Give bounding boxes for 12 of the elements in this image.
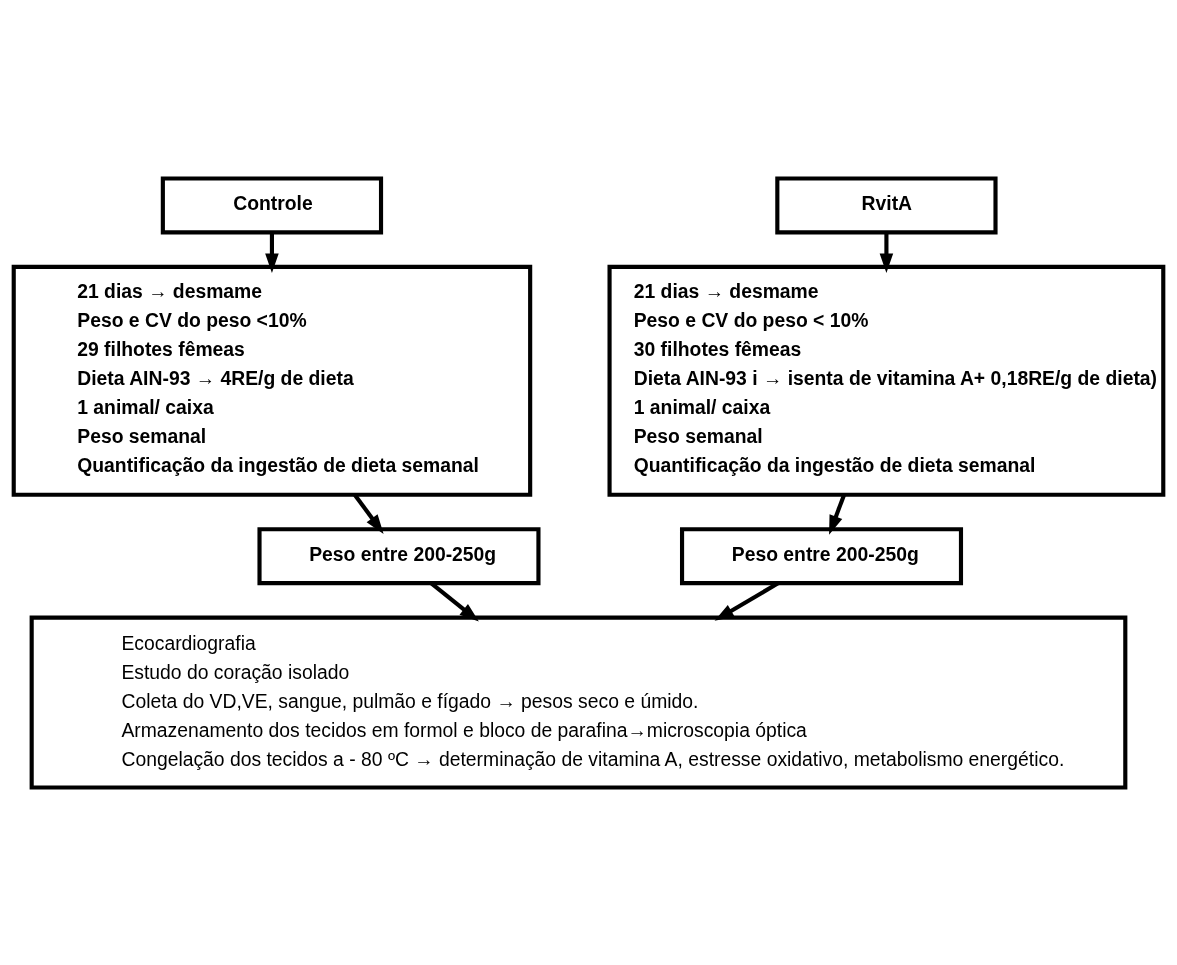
arrow — [714, 580, 780, 621]
node-box: 21 dias → desmame Peso e CV do peso < 10% 30 filhotes fêmeas Dieta AIN-93 i → isenta de vitamina A+ 0,18RE/g de dieta) 1 animal/ caixa Peso semanal Quantificação da ingestão de dieta semanal — [607, 264, 1166, 497]
arrow — [879, 232, 894, 273]
arrow — [829, 493, 846, 535]
node-box: Peso entre 200-250g — [679, 526, 964, 585]
node-box: RvitA — [775, 175, 998, 234]
node-box: 21 dias → desmame Peso e CV do peso <10% 29 filhotes fêmeas Dieta AIN-93 → 4RE/g de dieta 1 animal/ caixa Peso semanal Quantificação da ingestão de dieta semanal — [11, 264, 533, 497]
node-box: Controle — [160, 175, 384, 234]
arrow — [265, 232, 279, 273]
arrow — [353, 493, 384, 534]
node-box: Peso entre 200-250g — [257, 526, 541, 585]
node-box: Ecocardiografia Estudo do coração isolado Coleta do VD,VE, sangue, pulmão e fígado → pesos seco e úmido. Armazenamento dos tecidos em formol e bloco de parafina→microscopia óptica Congelação dos tecidos a - 80 ºC → determinação de vitamina A, estresse oxidativo, metabolismo energético. — [29, 615, 1128, 790]
